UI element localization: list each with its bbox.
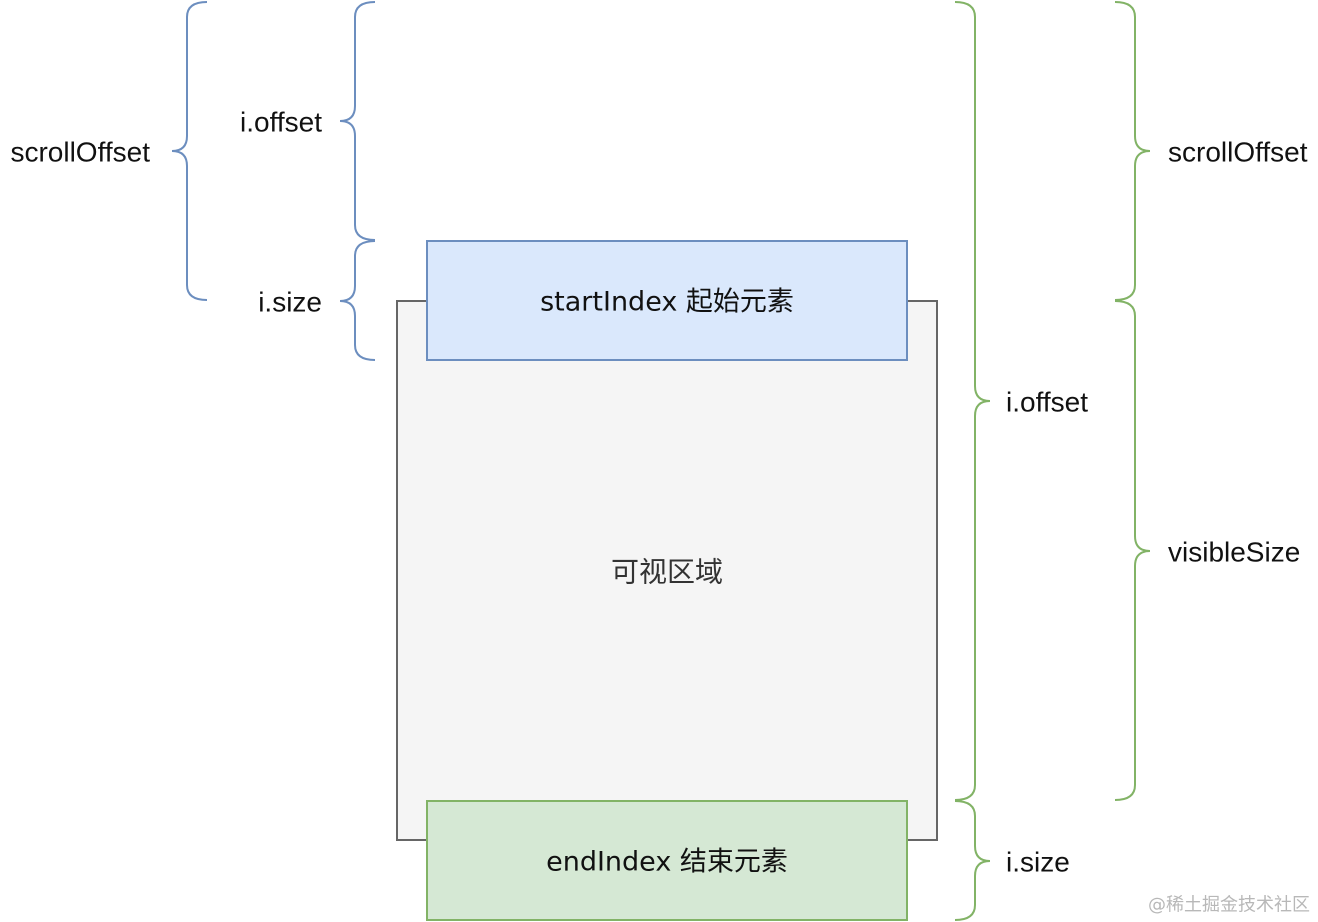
viewport-label: 可视区域 (611, 556, 723, 589)
start-element-label: startIndex 起始元素 (540, 287, 794, 318)
right-item-size-label: i.size (1006, 847, 1070, 878)
left-item-offset-brace (339, 1, 376, 241)
right-scroll-offset-label: scrollOffset (1168, 137, 1308, 168)
left-scroll-offset-label: scrollOffset (10, 137, 150, 168)
watermark-text: @稀土掘金技术社区 (1148, 895, 1310, 916)
end-element-label: endIndex 结束元素 (546, 847, 788, 878)
left-item-offset-label: i.offset (240, 107, 322, 138)
left-item-size-brace (339, 240, 376, 361)
right-visible-size-label: visibleSize (1168, 537, 1300, 568)
start-element-box (426, 240, 908, 361)
end-element-box (426, 800, 908, 921)
right-item-size-brace (954, 800, 991, 921)
left-item-size-label: i.size (258, 287, 322, 318)
left-scroll-offset-brace (171, 1, 208, 301)
right-item-offset-label: i.offset (1006, 387, 1088, 418)
viewport-box (396, 300, 938, 841)
right-item-offset-brace (954, 1, 991, 801)
right-scroll-offset-brace (1114, 1, 1151, 301)
right-visible-size-brace (1114, 300, 1151, 801)
